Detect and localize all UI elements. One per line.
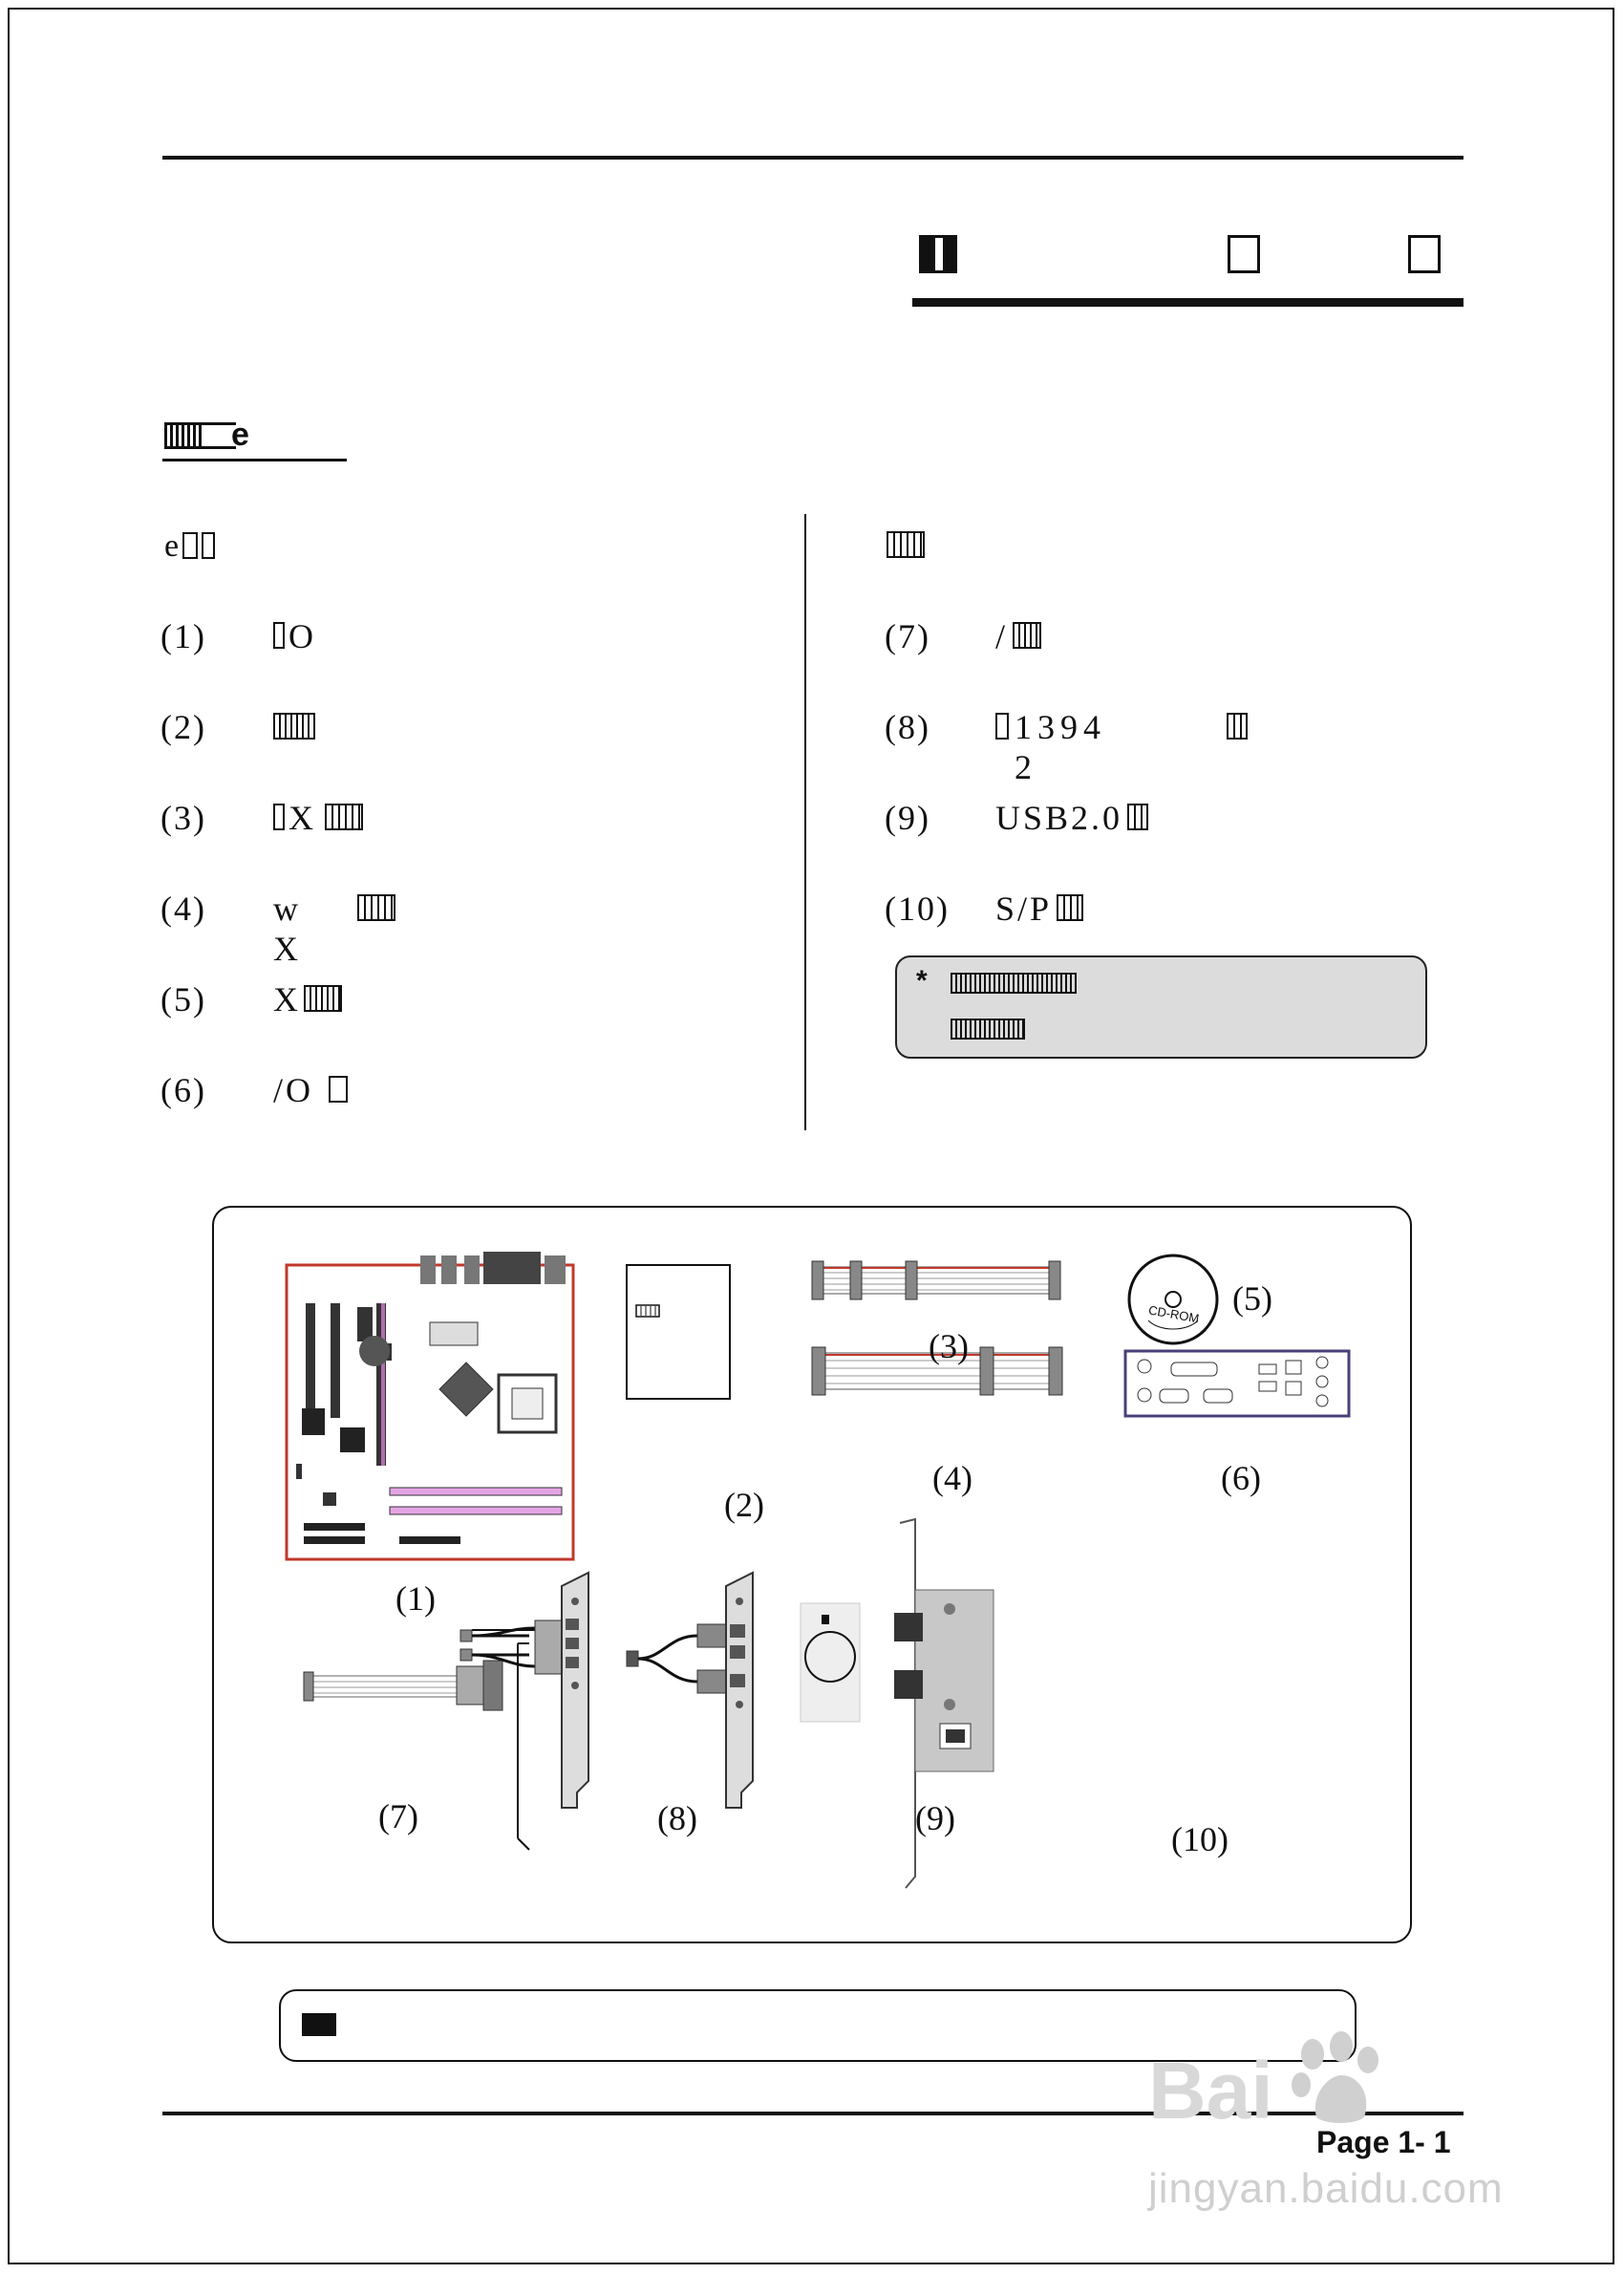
figure-label-4: (4) <box>932 1459 972 1497</box>
item-text: / <box>995 617 1009 655</box>
item-glyph <box>273 713 315 744</box>
motherboard-image <box>285 1252 575 1561</box>
right-column-header <box>887 531 925 563</box>
item-glyph <box>273 622 285 654</box>
page-number: Page 1- 1 <box>1316 2125 1451 2159</box>
title-glyph <box>1408 235 1441 273</box>
watermark-site: jingyan.baidu.com <box>1148 2165 1504 2212</box>
item-text: X <box>273 980 301 1019</box>
package-contents-illustration <box>285 1252 1351 1889</box>
figure-label-2: (2) <box>724 1486 764 1524</box>
item-number: (7) <box>885 617 930 655</box>
figure-label-5: (5) <box>1232 1279 1272 1318</box>
item-number: (6) <box>160 1071 206 1109</box>
item-text: O <box>288 617 316 655</box>
title-glyph <box>919 235 957 273</box>
package-contents-figure: CD-ROM (1) (2) (3) (4) (5) (6) (7) (8) (… <box>212 1206 1412 1943</box>
section-heading-underline <box>162 459 347 461</box>
floppy-cable-image <box>811 1346 1063 1396</box>
header-glyph <box>182 532 199 559</box>
chapter-title-underline <box>912 298 1464 307</box>
item-number: (2) <box>160 708 206 746</box>
item-glyph <box>1227 713 1248 744</box>
figure-label-6: (6) <box>1221 1459 1261 1497</box>
item-text: /O <box>273 1071 313 1109</box>
section-heading: e <box>164 417 249 453</box>
item-text: X <box>288 799 316 837</box>
item-glyph <box>325 804 363 835</box>
item-glyph <box>329 1076 348 1107</box>
section-heading-glyphs <box>164 422 236 449</box>
note-line-1-glyphs <box>951 973 1077 994</box>
item-text: 1394 2 <box>1015 708 1106 786</box>
left-column-header-text: e <box>164 528 180 564</box>
ide-cable-image <box>811 1260 1061 1300</box>
item-glyph <box>304 985 342 1017</box>
note-asterisk: * <box>916 965 928 997</box>
chapter-title <box>919 235 1464 273</box>
item-glyph <box>1127 804 1148 835</box>
bottom-note-glyph <box>302 2013 336 2036</box>
figure-label-8: (8) <box>657 1799 697 1837</box>
item-glyph <box>995 713 1009 744</box>
item-glyph <box>1057 894 1083 926</box>
item-text: USB2.0 <box>995 799 1123 837</box>
item-text: S/P <box>995 890 1053 928</box>
figure-label-10: (10) <box>1171 1820 1229 1858</box>
ieee1394-bracket-plate <box>534 1571 589 1809</box>
item-text: w X <box>273 890 301 968</box>
item-number: (10) <box>885 890 950 928</box>
figure-label-3: (3) <box>929 1327 969 1365</box>
ieee1394-bracket-image <box>472 1629 545 1657</box>
watermark-brand: Bai <box>1148 2046 1273 2135</box>
figure-label-7: (7) <box>378 1797 418 1835</box>
figure-label-9: (9) <box>915 1799 955 1837</box>
item-glyph <box>357 894 395 926</box>
item-number: (3) <box>160 799 206 837</box>
manual-image <box>626 1264 731 1400</box>
note-line-2-glyphs <box>951 1019 1025 1040</box>
baidu-watermark: Bai jingyan.baidu.com <box>1148 2026 1549 2217</box>
figure-label-1: (1) <box>395 1579 436 1618</box>
item-number: (5) <box>160 980 206 1019</box>
left-column-header: e <box>164 528 216 564</box>
header-glyph <box>887 531 925 558</box>
item-number: (4) <box>160 890 206 928</box>
header-glyph <box>202 532 216 559</box>
top-rule <box>162 156 1464 160</box>
item-number: (1) <box>160 617 206 655</box>
column-divider <box>804 514 806 1130</box>
bottom-rule <box>162 2112 1464 2115</box>
paw-icon <box>1292 2031 1378 2123</box>
note-box: * <box>895 955 1427 1059</box>
item-glyph <box>1013 622 1041 654</box>
spdif-bracket-image <box>800 1517 994 1889</box>
item-number: (8) <box>885 708 930 746</box>
page-border <box>8 8 1614 2264</box>
item-glyph <box>273 804 285 835</box>
title-glyph <box>1228 235 1260 273</box>
cd-rom-image <box>1127 1254 1219 1345</box>
section-heading-text: e <box>231 417 249 453</box>
usb-bracket-image <box>626 1571 754 1809</box>
ieee1394-bracket-detail <box>459 1626 536 1668</box>
io-shield-image <box>1123 1349 1351 1418</box>
bottom-note-box <box>279 1989 1357 2062</box>
serial-port-cable-image <box>303 1642 530 1851</box>
item-number: (9) <box>885 799 930 837</box>
